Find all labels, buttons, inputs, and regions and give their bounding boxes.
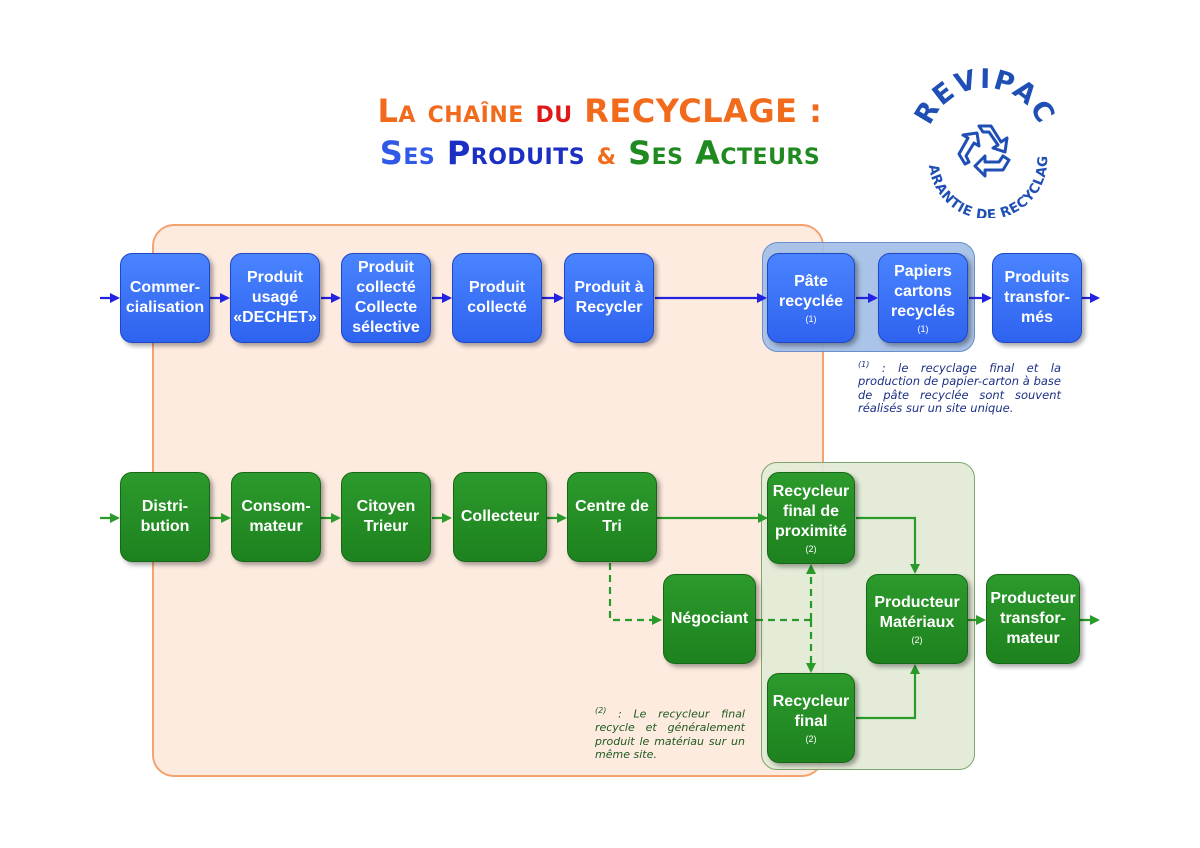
title-part: & — [596, 145, 617, 170]
node-label: Négociant — [670, 610, 749, 627]
node-label: Pâte — [794, 272, 828, 290]
node-label: Producteur — [990, 590, 1076, 607]
footnote-text: : Le recycleur final recycle et générale… — [595, 707, 745, 762]
revipac-logo: REVIPAC GARANTIE DE RECYCLAGE — [905, 68, 1059, 218]
node-label: sélective — [352, 319, 420, 336]
node-label: més — [1020, 309, 1054, 326]
node-label: Produit à — [574, 279, 644, 296]
footnote-mark: (2) — [595, 706, 607, 715]
node-label: Recycler — [575, 299, 643, 316]
node-label: cialisation — [125, 299, 205, 316]
node-producteur-transformateur: Producteur transfor- mateur — [986, 574, 1080, 664]
node-note: (1) — [805, 313, 817, 324]
node-label: transfor- — [1000, 610, 1066, 627]
node-distribution: Distri- bution — [120, 472, 210, 562]
title-part: du — [535, 92, 573, 130]
node-label: Citoyen — [356, 498, 416, 515]
node-label: Produit — [469, 279, 525, 296]
node-produits-transformes: Produits transfor- més — [992, 253, 1082, 343]
node-label: usagé — [251, 289, 299, 306]
node-label: Trieur — [363, 518, 409, 535]
node-consommateur: Consom- mateur — [231, 472, 321, 562]
node-label: Distri- — [141, 498, 189, 515]
node-produit-collecte-selective: Produit collecté Collecte sélective — [341, 253, 431, 343]
node-note: (2) — [911, 634, 923, 645]
node-label: Centre de — [575, 498, 649, 515]
node-note: (2) — [805, 733, 817, 744]
node-label: «DECHET» — [233, 309, 317, 326]
node-label: recyclée — [778, 292, 844, 310]
node-note: (1) — [917, 323, 929, 334]
node-label: collecté — [356, 279, 416, 296]
node-commercialisation: Commer- cialisation — [120, 253, 210, 343]
node-label: Produits — [1004, 269, 1070, 286]
title-line-1: La chaîne du RECYCLAGE : — [340, 92, 860, 130]
node-recycleur-final: Recycleur final (2) — [767, 673, 855, 763]
node-label: Recycleur — [772, 692, 850, 710]
title-part: Ses Acteurs — [628, 134, 821, 172]
node-label: cartons — [894, 282, 952, 300]
node-recycleur-final-proximite: Recycleur final de proximité (2) — [767, 472, 855, 564]
node-label: Collecteur — [460, 508, 540, 525]
recycle-icon — [957, 124, 1011, 178]
node-label: final de — [782, 502, 839, 520]
title-part: Produits — [446, 134, 586, 172]
node-label: Produit — [358, 259, 414, 276]
node-label: Tri — [602, 518, 622, 535]
title-part: Ses — [379, 134, 436, 172]
node-label: Produit — [247, 269, 303, 286]
node-label: Consom- — [241, 498, 311, 515]
node-produit-usage: Produit usagé «DECHET» — [230, 253, 320, 343]
footnote-2: (2) : Le recycleur final recycle et géné… — [595, 704, 745, 762]
title-part: La chaîne — [377, 92, 524, 130]
node-producteur-materiaux: Producteur Matériaux (2) — [866, 574, 968, 664]
node-label: recyclés — [890, 302, 956, 320]
node-label: final — [794, 712, 828, 730]
node-label: Matériaux — [879, 613, 955, 631]
node-negociant: Négociant — [663, 574, 756, 664]
footnote-text: : le recyclage final et la production de… — [858, 360, 1061, 416]
title-part: RECYCLAGE : — [584, 92, 823, 130]
node-label: Commer- — [129, 279, 201, 296]
node-label: Collecte — [354, 299, 418, 316]
title-line-2: Ses Produits & Ses Acteurs — [340, 134, 860, 172]
footnote-mark: (1) — [858, 360, 870, 369]
node-label: transfor- — [1004, 289, 1070, 306]
node-label: mateur — [1006, 630, 1060, 647]
node-label: bution — [140, 518, 190, 535]
node-label: collecté — [467, 299, 527, 316]
node-label: Papiers — [894, 262, 952, 280]
footnote-1: (1) : le recyclage final et la productio… — [858, 358, 1061, 416]
node-produit-a-recycler: Produit à Recycler — [564, 253, 654, 343]
node-label: Producteur — [874, 593, 960, 611]
node-papiers-cartons-recycles: Papiers cartons recyclés (1) — [878, 253, 968, 343]
node-collecteur: Collecteur — [453, 472, 547, 562]
node-label: proximité — [774, 522, 847, 540]
node-label: Recycleur — [772, 482, 850, 500]
node-note: (2) — [805, 543, 817, 554]
node-produit-collecte: Produit collecté — [452, 253, 542, 343]
node-citoyen-trieur: Citoyen Trieur — [341, 472, 431, 562]
node-pate-recyclee: Pâte recyclée (1) — [767, 253, 855, 343]
actor-flow-arrows — [100, 513, 1100, 720]
node-label: mateur — [249, 518, 303, 535]
node-centre-de-tri: Centre de Tri — [567, 472, 657, 562]
negociant-dashed-arrows — [608, 563, 816, 673]
